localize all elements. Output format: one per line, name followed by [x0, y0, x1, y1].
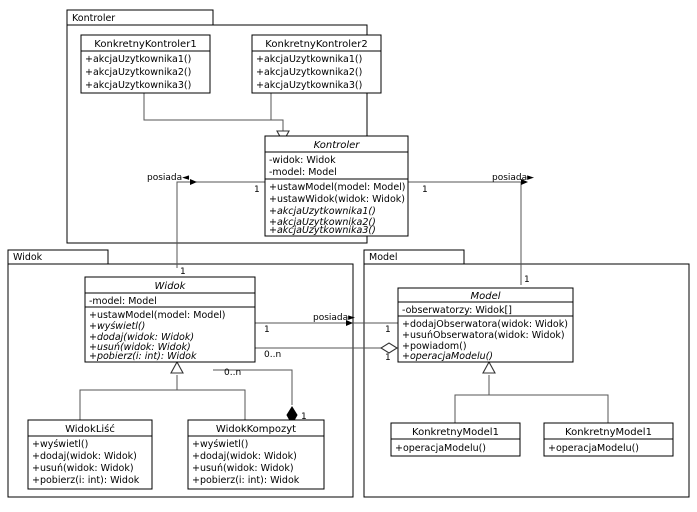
class-konkretny-kontroler-2-box [251, 34, 382, 94]
class-widok-kompozyt[interactable]: WidokKompozyt +wyświetl() +dodaj(widok: … [187, 419, 325, 490]
class-kontroler-op-2: +akcjaUzytkownika1() [269, 206, 376, 217]
posiada-arrow-left [190, 179, 197, 185]
class-kontroler-attr-0: -widok: Widok [269, 155, 336, 166]
class-widok-lisc[interactable]: WidokLiść +wyświetl() +dodaj(widok: Wido… [27, 419, 153, 490]
edge-label-posiada-widok: posiada◄ [147, 173, 189, 183]
class-widok-lisc-op-1: +dodaj(widok: Widok) [32, 451, 137, 462]
class-konkretny-kontroler-2[interactable]: KonkretnyKontroler2 +akcjaUzytkownika1()… [251, 34, 382, 94]
aggregation-diamond-model [379, 342, 399, 354]
class-model-box [397, 287, 574, 363]
class-widok-lisc-op-2: +usuń(widok: Widok) [32, 463, 134, 474]
multiplicity-kontroler-left: 1 [254, 185, 260, 195]
class-konkretny-kontroler-2-op-2: +akcjaUzytkownika3() [256, 80, 362, 91]
class-konkretny-kontroler-1-name: KonkretnyKontroler1 [94, 39, 196, 50]
class-model-op-2: +powiadom() [402, 341, 467, 352]
class-widok-box [84, 276, 256, 363]
multiplicity-widok-right: 1 [264, 325, 270, 335]
class-widok-op-0: +ustawModel(model: Model) [89, 310, 226, 321]
multiplicity-widok-top: 1 [180, 267, 186, 277]
class-kontroler-op-0: +ustawModel(model: Model) [269, 182, 406, 193]
multiplicity-widok-right-lower: 0..n [264, 350, 281, 360]
class-kontroler-attr-1: -model: Model [269, 167, 337, 178]
class-model-op-3: +operacjaModelu() [402, 351, 493, 362]
class-kontroler-op-1: +ustawWidok(widok: Widok) [269, 194, 405, 205]
generalization-widok [79, 360, 246, 420]
class-widok-kompozyt-box [187, 419, 325, 490]
posiada-arrow-right [521, 179, 528, 185]
generalization-model [454, 360, 609, 423]
class-konkretny-kontroler-1[interactable]: KonkretnyKontroler1 +akcjaUzytkownika1()… [80, 34, 211, 94]
class-widok-attr-0: -model: Model [89, 296, 157, 307]
multiplicity-widok-composition-target: 1 [301, 412, 307, 422]
class-konkretny-model-2-name: KonkretnyModel1 [565, 427, 652, 438]
class-konkretny-model-1[interactable]: KonkretnyModel1 +operacjaModelu() [390, 422, 521, 457]
multiplicity-model-left-upper: 1 [385, 325, 391, 335]
class-widok-lisc-op-0: +wyświetl() [32, 439, 88, 450]
package-widok-label: Widok [13, 252, 43, 263]
class-model[interactable]: Model -obserwatorzy: Widok[] +dodajObser… [397, 287, 574, 363]
class-konkretny-kontroler-1-op-1: +akcjaUzytkownika2() [85, 67, 191, 78]
class-widok-op-2: +dodaj(widok: Widok) [89, 332, 194, 343]
class-widok-kompozyt-op-3: +pobierz(i: int): Widok [192, 475, 300, 486]
association-widok-model: posiada► 1 1 [255, 313, 398, 335]
class-widok-op-3: +usuń(widok: Widok) [89, 342, 191, 353]
class-widok-kompozyt-op-2: +usuń(widok: Widok) [192, 463, 294, 474]
class-widok-kompozyt-name: WidokKompozyt [216, 424, 296, 435]
aggregation-model-widok: 0..n 1 [255, 342, 399, 363]
multiplicity-model-top: 1 [524, 275, 530, 285]
class-kontroler[interactable]: Kontroler -widok: Widok -model: Model +u… [264, 135, 409, 237]
class-kontroler-op-3: +akcjaUzytkownika2() [269, 217, 376, 228]
class-kontroler-name: Kontroler [314, 140, 361, 151]
association-kontroler-model: posiada► 1 1 [408, 173, 534, 285]
class-model-op-1: +usuńObserwatora(widok: Widok) [402, 330, 565, 341]
class-konkretny-model-2[interactable]: KonkretnyModel1 +operacjaModelu() [543, 422, 674, 457]
edge-label-posiada-widok-model: posiada► [313, 313, 355, 323]
class-konkretny-kontroler-1-op-0: +akcjaUzytkownika1() [85, 54, 191, 65]
class-konkretny-model-1-name: KonkretnyModel1 [412, 427, 499, 438]
class-widok[interactable]: Widok -model: Model +ustawModel(model: M… [84, 276, 256, 363]
package-model-label: Model [369, 252, 398, 263]
class-model-op-0: +dodajObserwatora(widok: Widok) [402, 319, 568, 330]
class-widok-kompozyt-op-0: +wyświetl() [192, 439, 248, 450]
class-model-name: Model [470, 291, 500, 302]
class-widok-op-4: +pobierz(i: int): Widok [89, 351, 197, 362]
class-widok-lisc-name: WidokLiść [65, 423, 115, 435]
class-widok-op-1: +wyświetl() [89, 321, 145, 332]
class-widok-kompozyt-op-1: +dodaj(widok: Widok) [192, 451, 297, 462]
generalization-arrow-model [482, 360, 496, 374]
multiplicity-model-left-lower: 1 [385, 353, 391, 363]
association-kontroler-widok: posiada◄ 1 1 [147, 173, 265, 277]
package-kontroler-label: Kontroler [72, 13, 115, 24]
edge-label-posiada-model: posiada► [492, 173, 534, 183]
generalization-arrow-widok [170, 360, 184, 374]
class-konkretny-kontroler-1-op-2: +akcjaUzytkownika3() [85, 80, 191, 91]
class-kontroler-box [264, 135, 409, 237]
posiada-arrow-widok-model [346, 320, 353, 326]
class-widok-lisc-op-3: +pobierz(i: int): Widok [32, 475, 140, 486]
class-konkretny-model-1-op-0: +operacjaModelu() [395, 443, 486, 454]
class-konkretny-kontroler-2-name: KonkretnyKontroler2 [265, 39, 367, 50]
class-konkretny-model-2-op-0: +operacjaModelu() [548, 443, 639, 454]
class-konkretny-kontroler-1-box [80, 34, 211, 94]
class-model-attr-0: -obserwatorzy: Widok[] [402, 305, 512, 316]
class-widok-lisc-box [27, 419, 153, 490]
multiplicity-kontroler-right: 1 [422, 185, 428, 195]
class-widok-name: Widok [155, 281, 187, 292]
package-model: Model [363, 249, 690, 498]
class-kontroler-op-4: +akcjaUzytkownika3() [269, 225, 376, 236]
class-konkretny-kontroler-2-op-1: +akcjaUzytkownika2() [256, 67, 362, 78]
multiplicity-widok-composition-source: 0..n [224, 368, 241, 378]
class-konkretny-kontroler-2-op-0: +akcjaUzytkownika1() [256, 54, 362, 65]
